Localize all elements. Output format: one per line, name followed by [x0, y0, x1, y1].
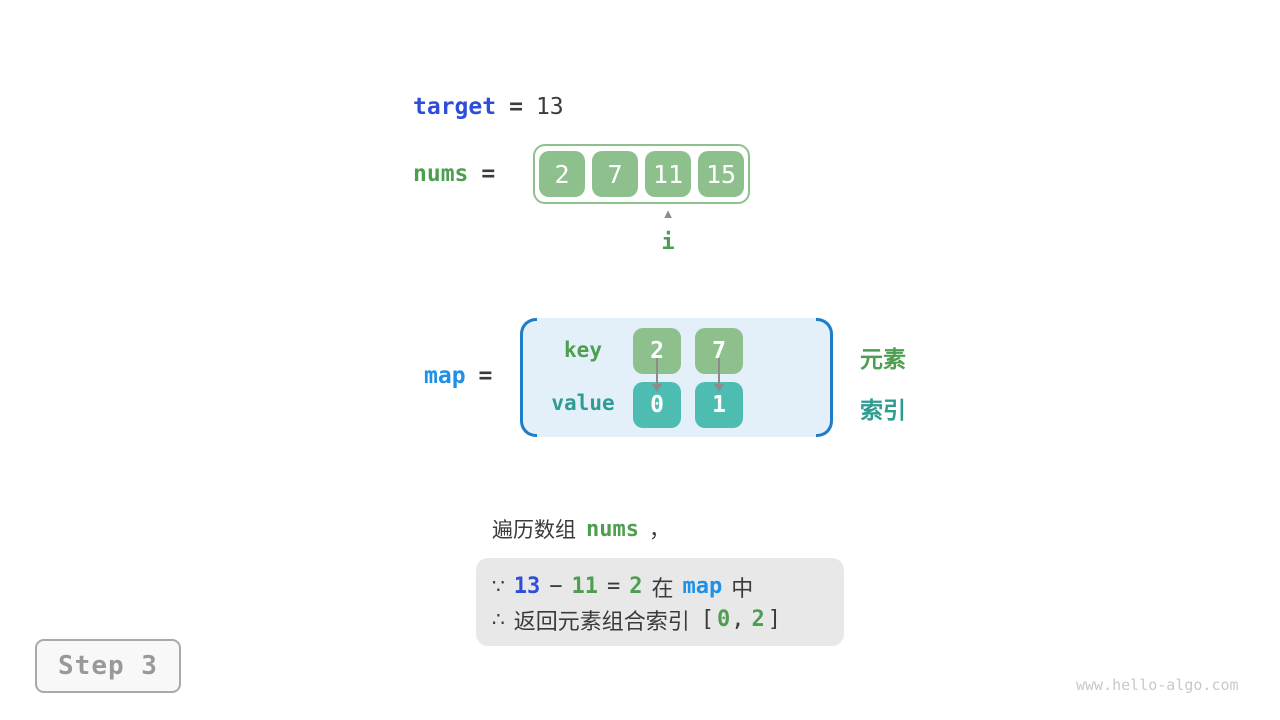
map-code: map [682, 574, 723, 599]
map-key-label: key [564, 338, 602, 362]
because-symbol: ∵ [492, 576, 505, 598]
therefore-symbol: ∴ [492, 609, 505, 631]
conclusion-line-2: ∴ 返回元素组合索引 [ 0 , 2 ] [492, 603, 844, 636]
caption-prefix: 遍历数组 [492, 519, 576, 542]
map-bracket-left [520, 318, 537, 437]
in-word: 在 [651, 575, 674, 601]
conclusion-line-1: ∵ 13 − 11 = 2 在 map 中 [492, 570, 844, 603]
map-side-label-element: 元素 [860, 346, 906, 372]
map-side-label-index: 索引 [860, 397, 906, 423]
key-to-value-arrow-icon [652, 358, 662, 392]
bracket-open: [ [700, 607, 714, 632]
minuend-value: 13 [513, 574, 541, 599]
array-cell-3: 15 [698, 151, 744, 197]
difference-value: 2 [629, 574, 643, 599]
nums-label-row: nums = [413, 161, 495, 187]
array-cell-2: 11 [645, 151, 691, 197]
array-cell-1: 7 [592, 151, 638, 197]
bracket-close: ] [767, 607, 781, 632]
return-text: 返回元素组合索引 [513, 608, 690, 634]
key-to-value-arrow-icon [714, 358, 724, 392]
index-pointer-label: i [661, 230, 675, 255]
subtrahend-value: 11 [571, 574, 598, 599]
watermark: www.hello-algo.com [1076, 676, 1239, 694]
map-key-cell-0: 2 [633, 328, 681, 374]
array-cell-0: 2 [539, 151, 585, 197]
map-label-row: map = [424, 363, 492, 389]
equals-sign: = [509, 94, 523, 120]
map-bracket-right [816, 318, 833, 437]
result-index-2: 2 [751, 607, 765, 632]
result-index-1: 0 [717, 607, 731, 632]
in-suffix: 中 [731, 575, 754, 601]
map-variable: map [424, 363, 466, 389]
map-value-label: value [551, 391, 615, 415]
step-badge: Step 3 [35, 639, 181, 693]
conclusion-box: ∵ 13 − 11 = 2 在 map 中 ∴ 返回元素组合索引 [ 0 , 2… [476, 558, 844, 646]
caption-comma: ， [648, 519, 670, 542]
comma: , [731, 607, 745, 632]
target-variable: target [413, 94, 497, 120]
equals-sign: = [481, 161, 496, 187]
caption-line: 遍历数组 nums ， [492, 514, 670, 544]
target-value: 13 [535, 94, 564, 120]
caption-nums-code: nums [586, 516, 639, 542]
minus-sign: − [549, 574, 563, 599]
equals-sign: = [478, 363, 493, 389]
index-pointer-arrow-icon: ▲ [661, 206, 675, 221]
target-row: target = 13 [413, 94, 564, 120]
nums-variable: nums [413, 161, 469, 187]
equals-sign: = [606, 574, 621, 599]
nums-array: 2 7 11 15 [533, 144, 750, 204]
